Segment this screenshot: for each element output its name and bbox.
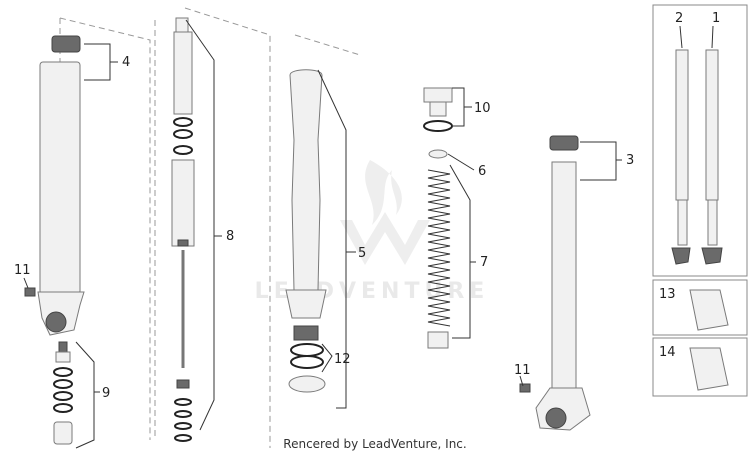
credit-text: Rencered by LeadVenture, Inc.: [283, 437, 467, 451]
callout-numbers: 1 2 3 4 5 6 7 8 9 10 11 11 12 13 14: [14, 11, 720, 401]
callout-9: 9: [102, 386, 110, 401]
inner-tube: [285, 69, 327, 393]
right-outer-tube: [519, 135, 591, 431]
callout-4: 4: [122, 55, 130, 70]
callout-12: 12: [334, 352, 351, 367]
fork-cap: [423, 87, 453, 132]
manual-box-14: [652, 337, 748, 397]
left-outer-tube: [24, 35, 85, 336]
damper-rod: [171, 17, 195, 442]
callout-13: 13: [659, 287, 676, 302]
manual-box-13: [652, 279, 748, 336]
callout-8: 8: [226, 229, 234, 244]
guide-lines-center: [154, 7, 271, 448]
callout-1: 1: [712, 11, 720, 26]
callout-11-left: 11: [14, 263, 31, 278]
callout-10: 10: [474, 101, 491, 116]
callout-7: 7: [480, 255, 488, 270]
callout-5: 5: [358, 246, 366, 261]
callout-2: 2: [675, 11, 683, 26]
callout-3: 3: [626, 153, 634, 168]
guide-lines-right: [294, 34, 361, 56]
callout-14: 14: [659, 345, 676, 360]
watermark: LEADVENTURE: [255, 160, 484, 304]
callout-leaders: [23, 19, 714, 449]
fork-assembly-box: [652, 4, 748, 277]
left-base-parts: [53, 341, 73, 445]
spring-assembly: [427, 149, 451, 349]
callout-11-right: 11: [514, 363, 531, 378]
callout-6: 6: [478, 164, 486, 179]
